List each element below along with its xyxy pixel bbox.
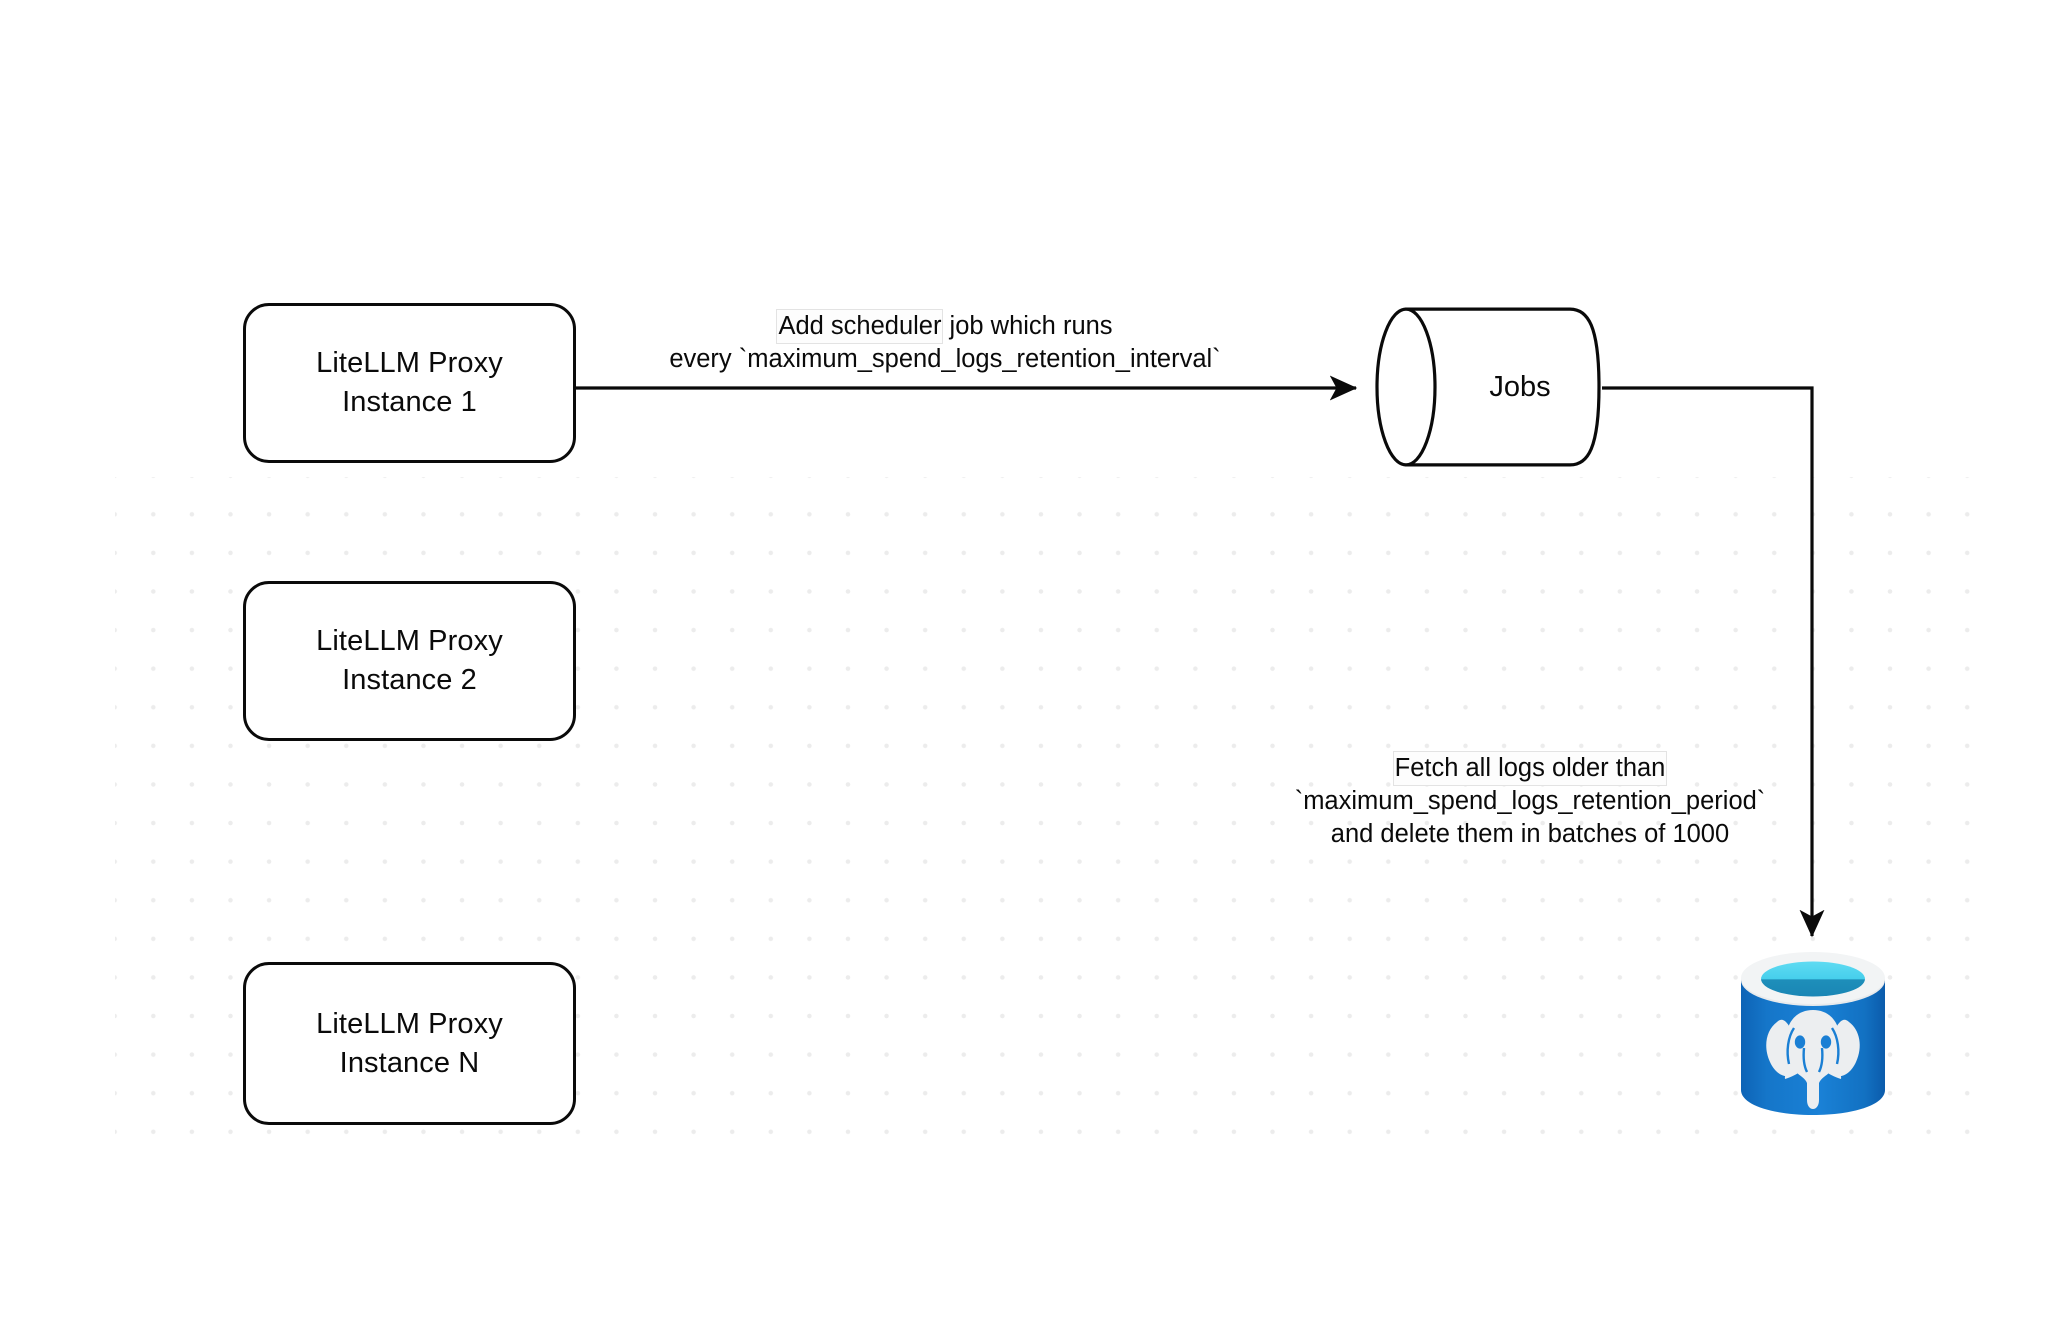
elephant-eyes xyxy=(1794,1035,1832,1049)
edge-label-scheduler-highlight: Add scheduler xyxy=(777,310,943,343)
cylinder-shape xyxy=(1375,307,1601,467)
proxy-1-line-2: Instance 1 xyxy=(342,386,477,418)
edge-label-retention-line-1: Fetch all logs older than xyxy=(1240,752,1820,785)
postgresql-database-icon xyxy=(1741,952,1885,1115)
node-litellm-proxy-instance-n[interactable]: LiteLLM Proxy Instance N xyxy=(243,962,576,1125)
proxy-2-line-1: LiteLLM Proxy xyxy=(316,625,503,658)
edge-label-retention-highlight: Fetch all logs older than xyxy=(1393,752,1667,785)
node-jobs-queue[interactable]: Jobs xyxy=(1374,306,1602,468)
elephant-contours xyxy=(1786,1027,1840,1073)
node-litellm-proxy-instance-2[interactable]: LiteLLM Proxy Instance 2 xyxy=(243,581,576,741)
node-postgres-database[interactable] xyxy=(1736,950,1890,1120)
proxy-1-line-1: LiteLLM Proxy xyxy=(316,347,503,380)
proxy-3-line-2: Instance N xyxy=(339,1046,480,1079)
proxy-2-line-2: Instance 2 xyxy=(342,664,477,696)
edge-jobs-to-database xyxy=(1602,386,1825,938)
proxy-3-line-1: LiteLLM Proxy xyxy=(316,1007,503,1040)
edge-label-scheduler-line-1-rest: job which runs xyxy=(942,312,1113,340)
node-litellm-proxy-instance-1[interactable]: LiteLLM Proxy Instance 1 xyxy=(243,303,576,463)
edge-label-add-scheduler-job: Add scheduler job which runs every `maxi… xyxy=(610,310,1280,376)
edge-label-scheduler-line-2: every `maximum_spend_logs_retention_inte… xyxy=(669,344,1221,373)
jobs-label: Jobs xyxy=(1489,370,1551,403)
edge-label-retention-line-2: `maximum_spend_logs_retention_period` xyxy=(1294,786,1766,815)
edge-label-retention-line-3: and delete them in batches of 1000 xyxy=(1330,819,1730,848)
edge-label-scheduler-line-1: Add scheduler job which runs xyxy=(610,310,1280,343)
edge-label-fetch-and-delete-logs: Fetch all logs older than `maximum_spend… xyxy=(1240,752,1820,851)
